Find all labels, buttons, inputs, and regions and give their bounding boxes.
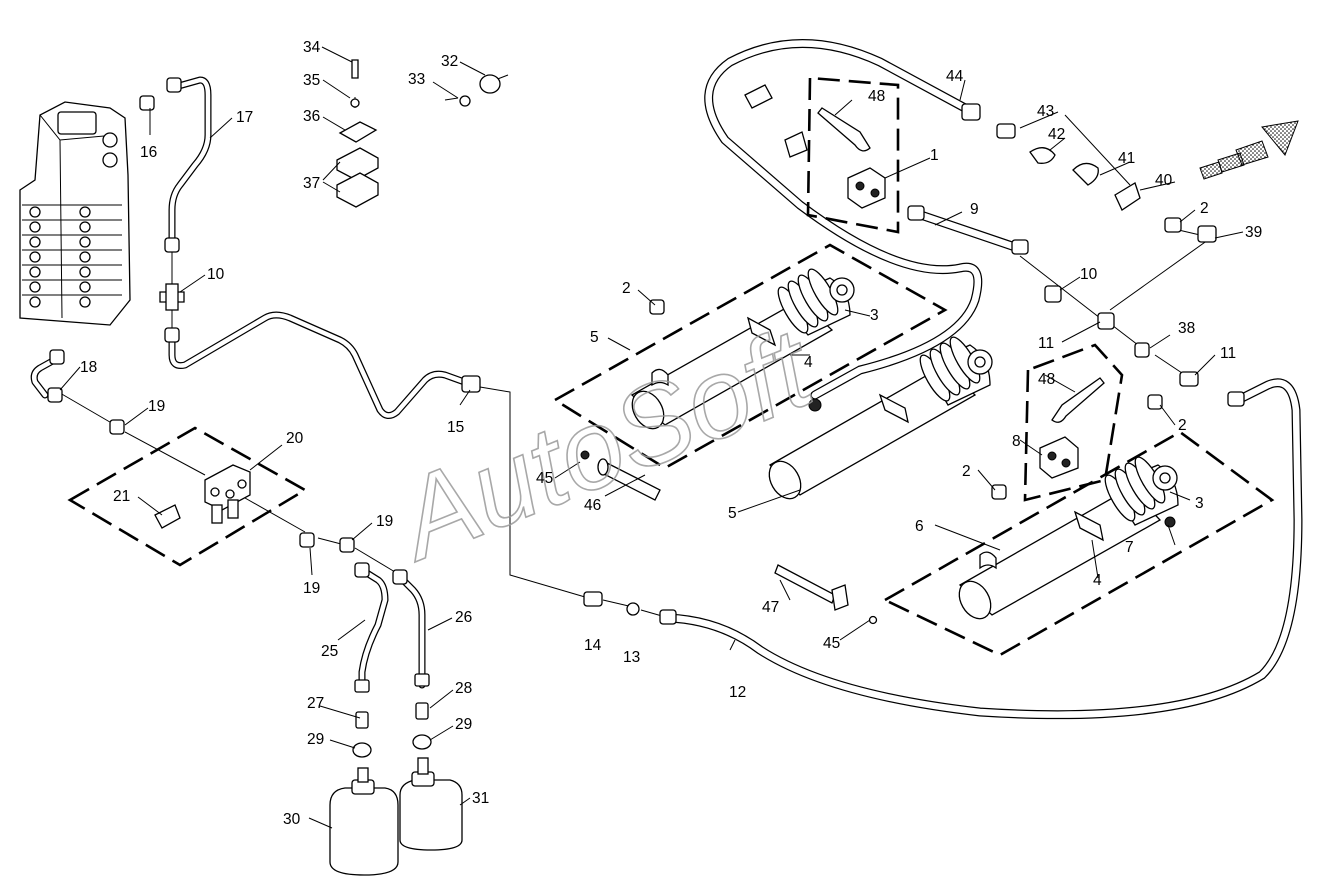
label-5-upper: 5 — [590, 329, 599, 346]
hose-44 — [704, 39, 983, 400]
label-48-top: 48 — [868, 88, 885, 105]
group-20-outline — [67, 426, 308, 567]
label-2-top-right: 2 — [1200, 200, 1209, 217]
label-4-lower: 4 — [1093, 572, 1102, 589]
cylinder-lower — [958, 456, 1179, 620]
label-12: 12 — [729, 684, 746, 701]
fittings — [47, 77, 1245, 758]
accumulator-31 — [399, 757, 463, 851]
label-19-bottom: 19 — [303, 580, 320, 597]
label-48-right: 48 — [1038, 371, 1055, 388]
label-27: 27 — [307, 695, 324, 712]
label-33: 33 — [408, 71, 425, 88]
label-5-lower: 5 — [728, 505, 737, 522]
label-11-right: 11 — [1220, 345, 1236, 362]
group-1-outline — [806, 76, 900, 234]
pipe-26 — [396, 573, 426, 689]
callout-leaders — [59, 46, 1244, 829]
label-45-right: 45 — [823, 635, 840, 652]
control-valve-block — [19, 101, 131, 326]
label-47: 47 — [762, 599, 779, 616]
label-19-right: 19 — [376, 513, 393, 530]
part-labels: 34 35 36 37 32 33 16 17 10 18 19 20 21 1… — [80, 39, 1262, 828]
label-35: 35 — [303, 72, 320, 89]
label-10-right: 10 — [1080, 266, 1098, 283]
pin-47 — [774, 564, 878, 625]
pin-46 — [580, 450, 661, 501]
label-21: 21 — [113, 488, 130, 505]
pipe-25 — [358, 566, 389, 692]
label-26: 26 — [455, 609, 472, 626]
label-9: 9 — [970, 201, 979, 218]
label-46: 46 — [584, 497, 601, 514]
label-28: 28 — [455, 680, 472, 697]
label-17: 17 — [236, 109, 253, 126]
valve-8 — [1039, 377, 1105, 479]
group-5a-outline — [552, 243, 948, 470]
label-44: 44 — [946, 68, 964, 85]
label-31: 31 — [472, 790, 489, 807]
label-38: 38 — [1178, 320, 1195, 337]
label-3-lower: 3 — [1195, 495, 1204, 512]
label-37: 37 — [303, 175, 320, 192]
label-14: 14 — [584, 637, 602, 654]
label-3-upper: 3 — [870, 307, 879, 324]
direction-arrow-icon — [1199, 120, 1299, 180]
label-45-left: 45 — [536, 470, 553, 487]
distribution-block-20 — [154, 464, 251, 529]
watermark-text: AutoSoft — [377, 304, 831, 585]
label-20: 20 — [286, 430, 304, 447]
label-36: 36 — [303, 108, 320, 125]
label-1: 1 — [930, 147, 939, 164]
bracket-set — [336, 59, 501, 208]
label-19-top: 19 — [148, 398, 165, 415]
pipe-18 — [30, 354, 62, 399]
label-30: 30 — [283, 811, 301, 828]
label-41: 41 — [1118, 150, 1135, 167]
label-10-left: 10 — [207, 266, 225, 283]
label-2-upper: 2 — [622, 280, 631, 297]
hose-12 — [663, 378, 1303, 720]
label-2-right: 2 — [1178, 417, 1187, 434]
cylinder-upper-2 — [768, 336, 993, 500]
label-43: 43 — [1037, 103, 1054, 120]
label-25: 25 — [321, 643, 338, 660]
label-16: 16 — [140, 144, 157, 161]
label-32: 32 — [441, 53, 458, 70]
pipe-return-line — [168, 311, 474, 419]
pipe-17 — [168, 76, 212, 249]
hose-9 — [907, 207, 1023, 253]
label-39: 39 — [1245, 224, 1262, 241]
group-6-outline — [882, 430, 1275, 657]
label-40: 40 — [1155, 172, 1173, 189]
label-29-left: 29 — [307, 731, 324, 748]
label-4-upper: 4 — [804, 354, 813, 371]
label-6: 6 — [915, 518, 924, 535]
label-11-left: 11 — [1038, 335, 1054, 352]
label-8: 8 — [1012, 433, 1021, 450]
label-7: 7 — [1125, 539, 1134, 556]
label-18: 18 — [80, 359, 97, 376]
label-15: 15 — [447, 419, 464, 436]
cylinder-upper-1 — [630, 268, 855, 430]
group-8-outline — [1023, 343, 1124, 502]
accumulator-30 — [329, 767, 399, 876]
valve-1 — [817, 107, 886, 209]
label-2-lower: 2 — [962, 463, 971, 480]
label-29-right: 29 — [455, 716, 472, 733]
label-34: 34 — [303, 39, 321, 56]
label-42: 42 — [1048, 126, 1065, 143]
label-13: 13 — [623, 649, 640, 666]
